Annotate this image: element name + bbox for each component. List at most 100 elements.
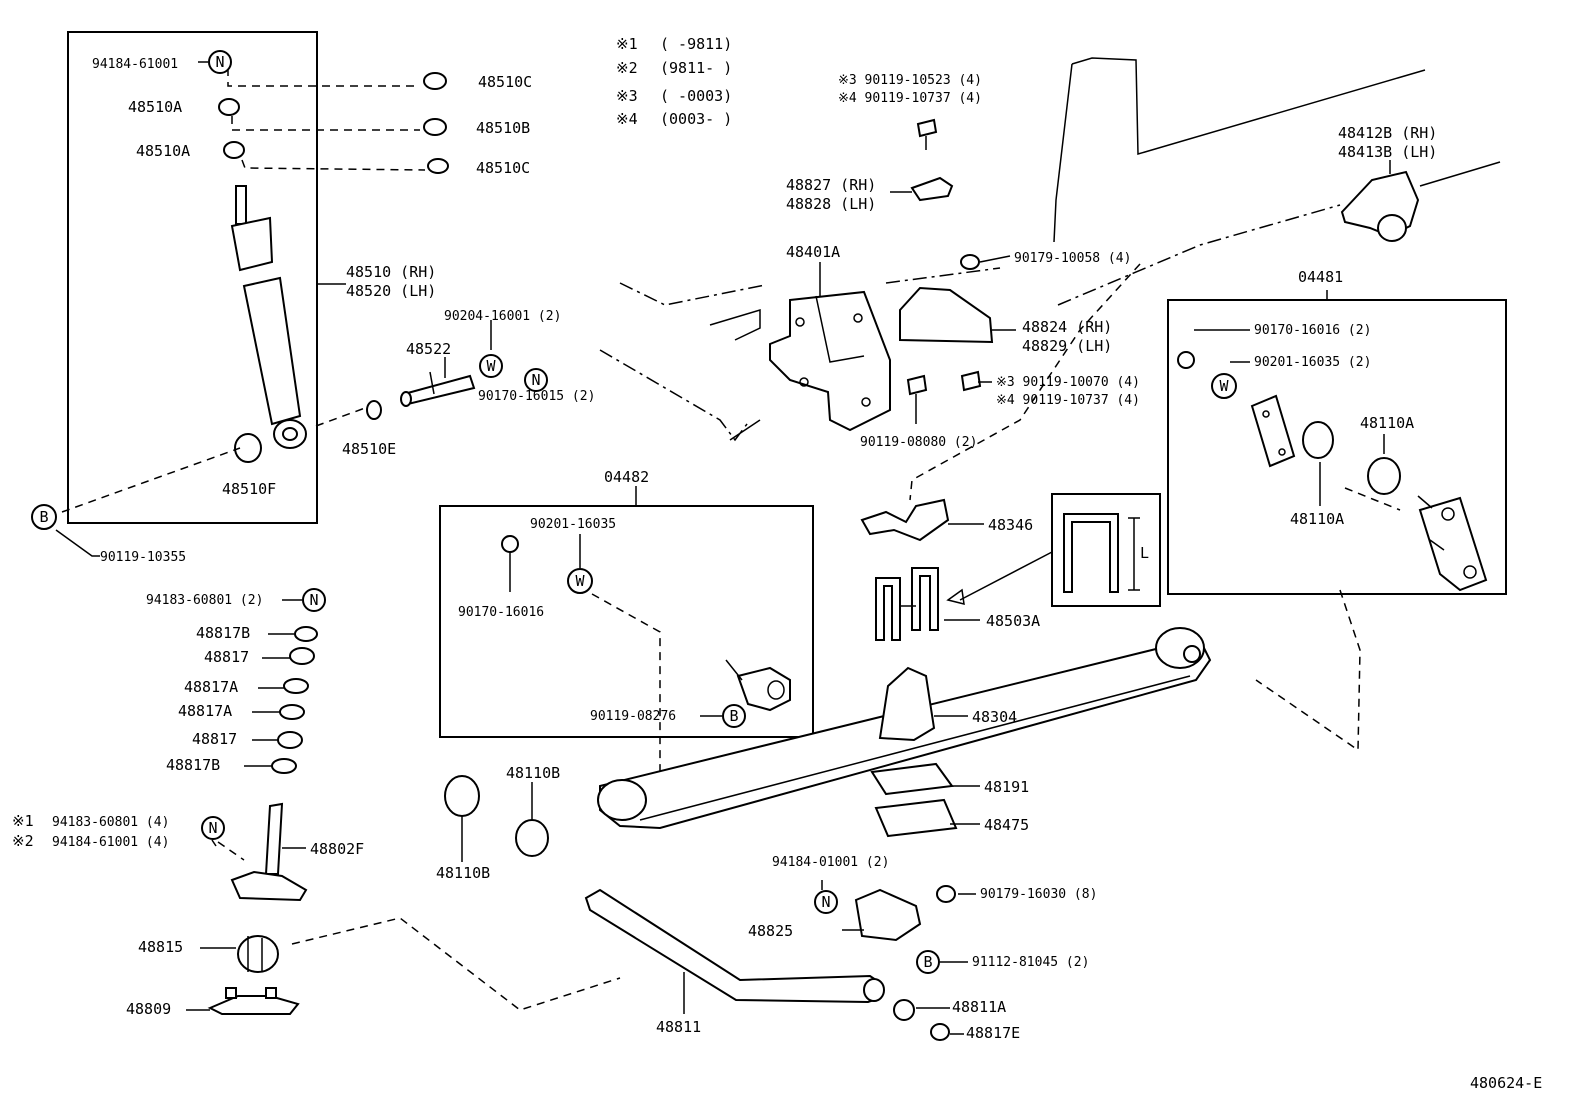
part-label: 48827 (RH) <box>786 176 876 194</box>
part-label: 48510F <box>222 480 276 498</box>
part-label: 94184-61001 <box>92 57 178 72</box>
note-mark-label: ※1 <box>12 812 34 830</box>
n-code-marker <box>201 816 225 840</box>
w-code: W <box>486 357 496 375</box>
part-label: 90170-16015 (2) <box>478 389 595 404</box>
part-label: 48817B <box>166 756 220 774</box>
part-label: 48110B <box>436 864 490 882</box>
n-code-marker <box>208 50 232 74</box>
u-bolt-length-label: L <box>1140 544 1149 562</box>
part-label: 48346 <box>988 516 1033 534</box>
part-label: 48510 (RH) <box>346 263 436 281</box>
n-code-marker <box>302 588 326 612</box>
bracket-48401A <box>769 262 891 432</box>
code-markers <box>31 50 940 974</box>
w-code: W <box>1219 377 1229 395</box>
part-label: 90119-08276 <box>590 709 676 724</box>
part-label: 48824 (RH) <box>1022 318 1112 336</box>
part-label: 48817B <box>196 624 250 642</box>
part-label: 90179-10058 (4) <box>1014 251 1131 266</box>
note-range-1: ( -9811) <box>660 35 732 53</box>
labels: N N W B N N B N B W W ※1 ( -9811) ※2 (98… <box>12 35 1542 1092</box>
part-label: 48510A <box>136 142 190 160</box>
bracket-48825 <box>821 880 922 942</box>
w-code: W <box>575 572 585 590</box>
shock-absorber <box>230 185 307 449</box>
part-label: 48817 <box>204 648 249 666</box>
note-mark-3: ※3 <box>616 87 638 105</box>
part-label: 48191 <box>984 778 1029 796</box>
part-label: 48817E <box>966 1024 1020 1042</box>
stabilizer-link-48802F <box>217 802 308 902</box>
part-label: 48475 <box>984 816 1029 834</box>
w-code-marker <box>479 354 503 378</box>
nut-90179-16030 <box>936 885 956 903</box>
frame-rail <box>599 57 1501 442</box>
part-label: 90170-16016 <box>458 605 544 620</box>
shackle-pin-kit-box <box>439 505 814 738</box>
part-label: 48817A <box>184 678 238 696</box>
part-label: 94183-60801 (2) <box>146 593 263 608</box>
part-label: 48510C <box>478 73 532 91</box>
part-label: 48413B (LH) <box>1338 143 1437 161</box>
note-mark-4: ※4 <box>616 110 638 128</box>
shackle-kit-box <box>1167 299 1507 595</box>
shackle-kit-parts <box>1177 329 1488 592</box>
part-label: 48522 <box>406 340 451 358</box>
part-label: 48510C <box>476 159 530 177</box>
part-label: 94184-61001 (4) <box>52 835 169 850</box>
bushing-48110B-b <box>515 819 549 857</box>
part-label: 48811 <box>656 1018 701 1036</box>
part-label: 48110A <box>1360 414 1414 432</box>
bumper-48304 <box>878 666 968 742</box>
part-label: ※4 90119-10737 (4) <box>838 91 982 106</box>
shackle-pin-kit-parts <box>501 534 791 834</box>
n-code: N <box>215 53 224 71</box>
part-label: 90119-08080 (2) <box>860 435 977 450</box>
shock-absorber-group-box <box>67 31 318 524</box>
u-bolt-detail-box <box>1051 493 1161 607</box>
bolt-90119-10070 <box>960 370 992 392</box>
part-label: 48825 <box>748 922 793 940</box>
part-label: 94184-01001 (2) <box>772 855 889 870</box>
bushing-48817E <box>930 1023 950 1041</box>
bracket-48827 <box>890 176 954 202</box>
b-code-marker <box>31 504 57 530</box>
part-label: 48401A <box>786 243 840 261</box>
stabilizer-bushing-48815 <box>200 935 279 973</box>
part-label: 90204-16001 (2) <box>444 309 561 324</box>
part-label: 04481 <box>1298 268 1343 286</box>
note-mark-2: ※2 <box>616 59 638 77</box>
n-code: N <box>531 371 540 389</box>
part-label: 48304 <box>972 708 1017 726</box>
b-code: B <box>39 508 48 526</box>
part-label: 48815 <box>138 938 183 956</box>
b-code-marker <box>722 704 746 728</box>
note-range-3: ( -0003) <box>660 87 732 105</box>
bolt-90119-08080 <box>906 374 928 424</box>
bolt-90119-10523 <box>916 118 938 150</box>
stabilizer-bushing-stack <box>244 599 318 774</box>
n-code-marker <box>524 368 548 392</box>
part-label: 48817 <box>192 730 237 748</box>
part-label: 48811A <box>952 998 1006 1016</box>
part-label: 48510B <box>476 119 530 137</box>
shock-bushings <box>218 72 449 463</box>
part-label: 90119-10355 <box>100 550 186 565</box>
part-label: ※3 90119-10523 (4) <box>838 73 982 88</box>
part-label: 48510E <box>342 440 396 458</box>
note-mark-label: ※2 <box>12 832 34 850</box>
shackle-bracket-48412B <box>1340 160 1420 242</box>
plate-48475 <box>874 798 958 838</box>
part-label: 90201-16035 (2) <box>1254 355 1371 370</box>
part-label: 48828 (LH) <box>786 195 876 213</box>
b-code: B <box>729 707 738 725</box>
u-bolt-detail <box>1063 513 1140 593</box>
n-code: N <box>309 591 318 609</box>
b-code: B <box>923 953 932 971</box>
u-bolts-48503A <box>875 567 980 641</box>
n-code-marker <box>814 890 838 914</box>
note-range-2: (9811- ) <box>660 59 732 77</box>
